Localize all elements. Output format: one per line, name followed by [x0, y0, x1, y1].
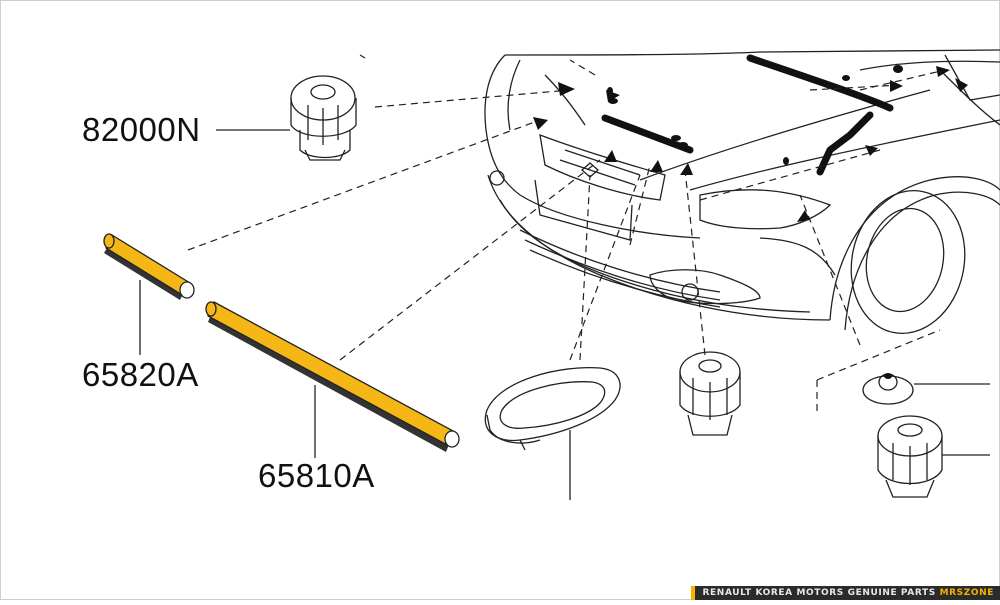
grommet-icon [862, 373, 914, 405]
part-label-65820a: 65820A [82, 356, 199, 393]
car-front-illustration [484, 49, 1000, 335]
watermark-brand: MRSZONE [939, 588, 994, 598]
watermark-banner: RENAULT KOREA MOTORS GENUINE PARTS MRSZO… [690, 586, 1000, 600]
watermark-text: RENAULT KOREA MOTORS GENUINE PARTS [702, 588, 936, 598]
clip-82000n-icon [290, 75, 357, 161]
clip-bottom-right-icon [877, 415, 943, 498]
part-label-65810a: 65810A [258, 457, 375, 494]
clip-bottom-center-icon [679, 351, 741, 436]
seal-65820a-highlight [103, 233, 195, 300]
part-label-82000n: 82000N [82, 111, 201, 148]
oval-cap-icon [484, 366, 621, 451]
arrowheads [533, 66, 968, 222]
seal-65810a-highlight [205, 301, 460, 452]
hood-seal-strips [601, 54, 894, 176]
